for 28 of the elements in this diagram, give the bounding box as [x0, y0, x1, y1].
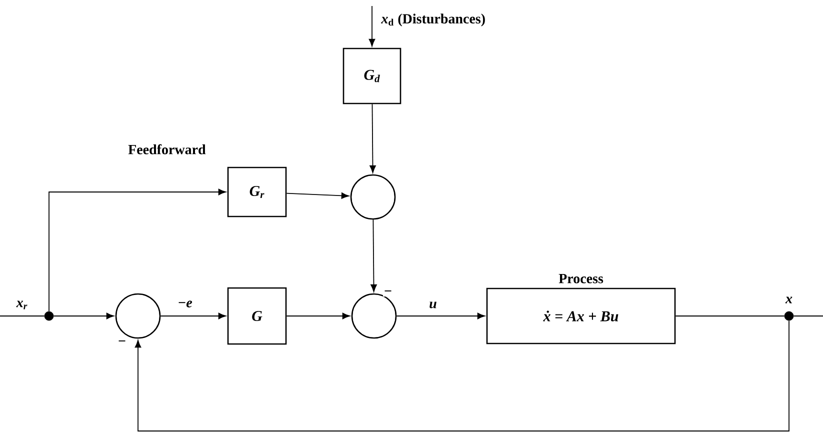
- block-box: G: [227, 287, 287, 345]
- edge-label: −: [383, 289, 393, 297]
- arrow: [368, 6, 376, 46]
- arrow: [48, 188, 226, 312]
- edge-label: u: [428, 300, 438, 310]
- arrow: [160, 312, 226, 320]
- edge-label: −e: [176, 300, 194, 308]
- junction-dot: [784, 311, 794, 321]
- edge-label: x$_{d}$ (Disturbances): [380, 12, 487, 28]
- arrow: [286, 192, 350, 199]
- block-box: ẋ = Ax + Bu: [486, 288, 676, 344]
- arrow: [396, 312, 485, 320]
- edge-label: x: [784, 296, 794, 304]
- arrow: [134, 320, 790, 432]
- arrow: [370, 104, 376, 173]
- arrow: [53, 312, 114, 320]
- summing-junction: [351, 293, 397, 339]
- edge-label: x$_{r}$: [15, 300, 29, 310]
- block-box: G$_{r}$: [227, 166, 287, 218]
- summing-junction: [350, 174, 396, 220]
- summing-junction: [115, 293, 161, 339]
- block-caption: Feedforward: [128, 144, 206, 154]
- arrow: [286, 312, 350, 320]
- block-box: G$_{d}$: [342, 48, 402, 104]
- block-heading: Process: [558, 274, 604, 284]
- junction-dot: [44, 311, 54, 321]
- edge-label: −: [117, 339, 127, 347]
- arrow: [370, 219, 377, 292]
